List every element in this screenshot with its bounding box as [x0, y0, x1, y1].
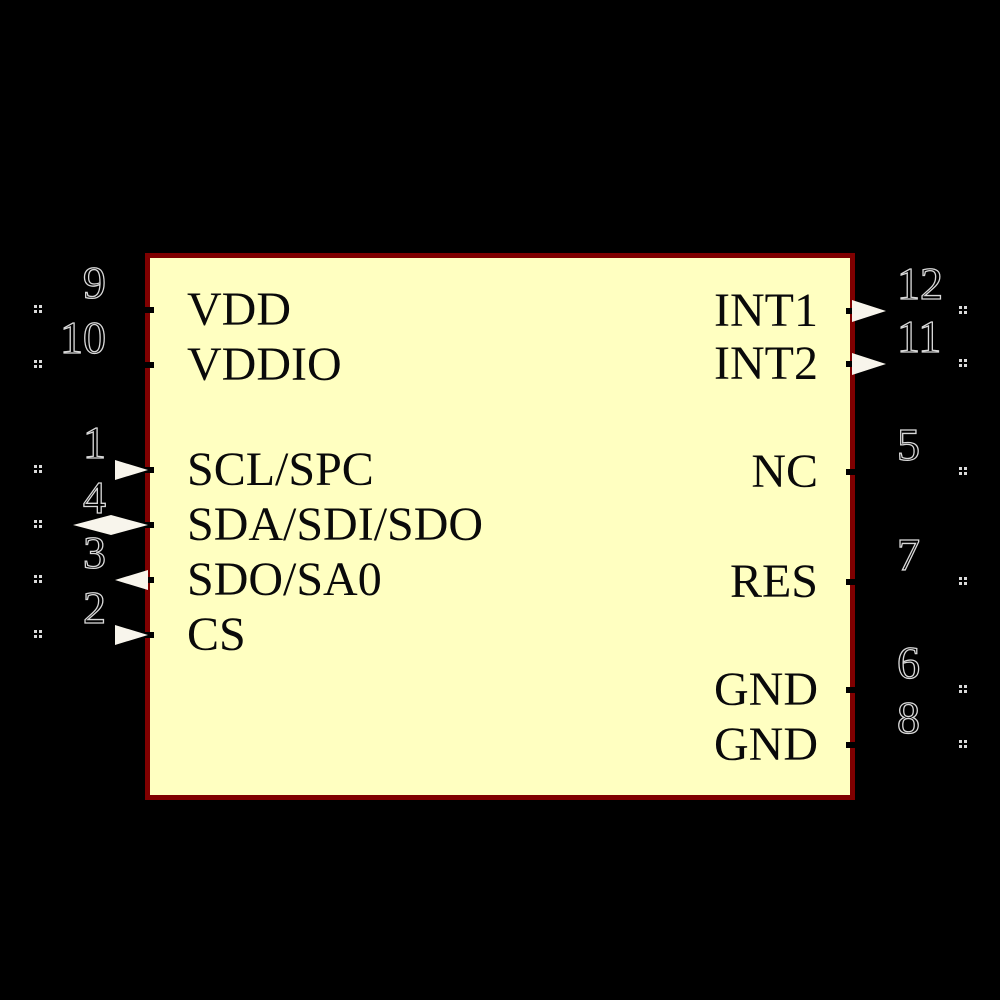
pin-stub	[846, 742, 859, 748]
pin-arrow-output-icon	[852, 353, 886, 375]
pin-label: SDA/SDI/SDO	[187, 498, 484, 551]
pin-wire-dots-icon	[34, 305, 37, 308]
pin-label: GND	[714, 663, 818, 716]
pin-label: SDO/SA0	[187, 553, 382, 606]
pin-wire-dots-icon	[959, 306, 962, 309]
pin-wire-dots-icon	[34, 465, 37, 468]
pin-label: INT1	[714, 284, 818, 337]
pin-stub	[141, 307, 154, 313]
pin-label: CS	[187, 608, 246, 661]
chip-body	[145, 253, 855, 800]
pin-label: VDD	[187, 283, 291, 336]
pin-wire-dots-icon	[959, 577, 962, 580]
pin-stub	[141, 362, 154, 368]
pin-wire-dots-icon	[959, 740, 962, 743]
pin-wire-dots-icon	[959, 467, 962, 470]
pin-wire-dots-icon	[34, 630, 37, 633]
pin-label: GND	[714, 718, 818, 771]
pin-arrow-output-icon	[852, 300, 886, 322]
pin-stub	[846, 687, 859, 693]
pin-arrow-input-icon	[115, 625, 148, 645]
pin-number: 9	[82, 257, 106, 308]
pin-number: 2	[82, 582, 106, 633]
pin-stub	[846, 469, 859, 475]
pin-number: 6	[896, 637, 920, 688]
pin-label: INT2	[714, 337, 818, 390]
pin-number: 5	[896, 419, 920, 470]
pin-wire-dots-icon	[959, 685, 962, 688]
pin-number: 3	[82, 527, 106, 578]
pin-label: SCL/SPC	[187, 443, 374, 496]
pin-number: 12	[896, 258, 943, 309]
pin-arrow-bidirectional-icon	[111, 515, 148, 535]
pin-wire-dots-icon	[959, 359, 962, 362]
pin-arrow-bidirectional-icon	[73, 515, 111, 535]
pin-number: 11	[896, 311, 942, 362]
pin-wire-dots-icon	[34, 575, 37, 578]
pin-label: NC	[751, 445, 818, 498]
pin-number: 7	[896, 529, 920, 580]
pin-arrow-input-icon	[115, 460, 148, 480]
pin-label: VDDIO	[187, 338, 342, 391]
pin-number: 8	[896, 692, 920, 743]
pin-number: 1	[82, 417, 106, 468]
pin-stub	[846, 579, 859, 585]
pin-arrow-output-icon	[115, 570, 148, 590]
pin-number: 10	[59, 312, 106, 363]
pin-wire-dots-icon	[34, 360, 37, 363]
pin-label: RES	[729, 555, 818, 608]
pin-number: 4	[82, 472, 106, 523]
pin-wire-dots-icon	[34, 520, 37, 523]
